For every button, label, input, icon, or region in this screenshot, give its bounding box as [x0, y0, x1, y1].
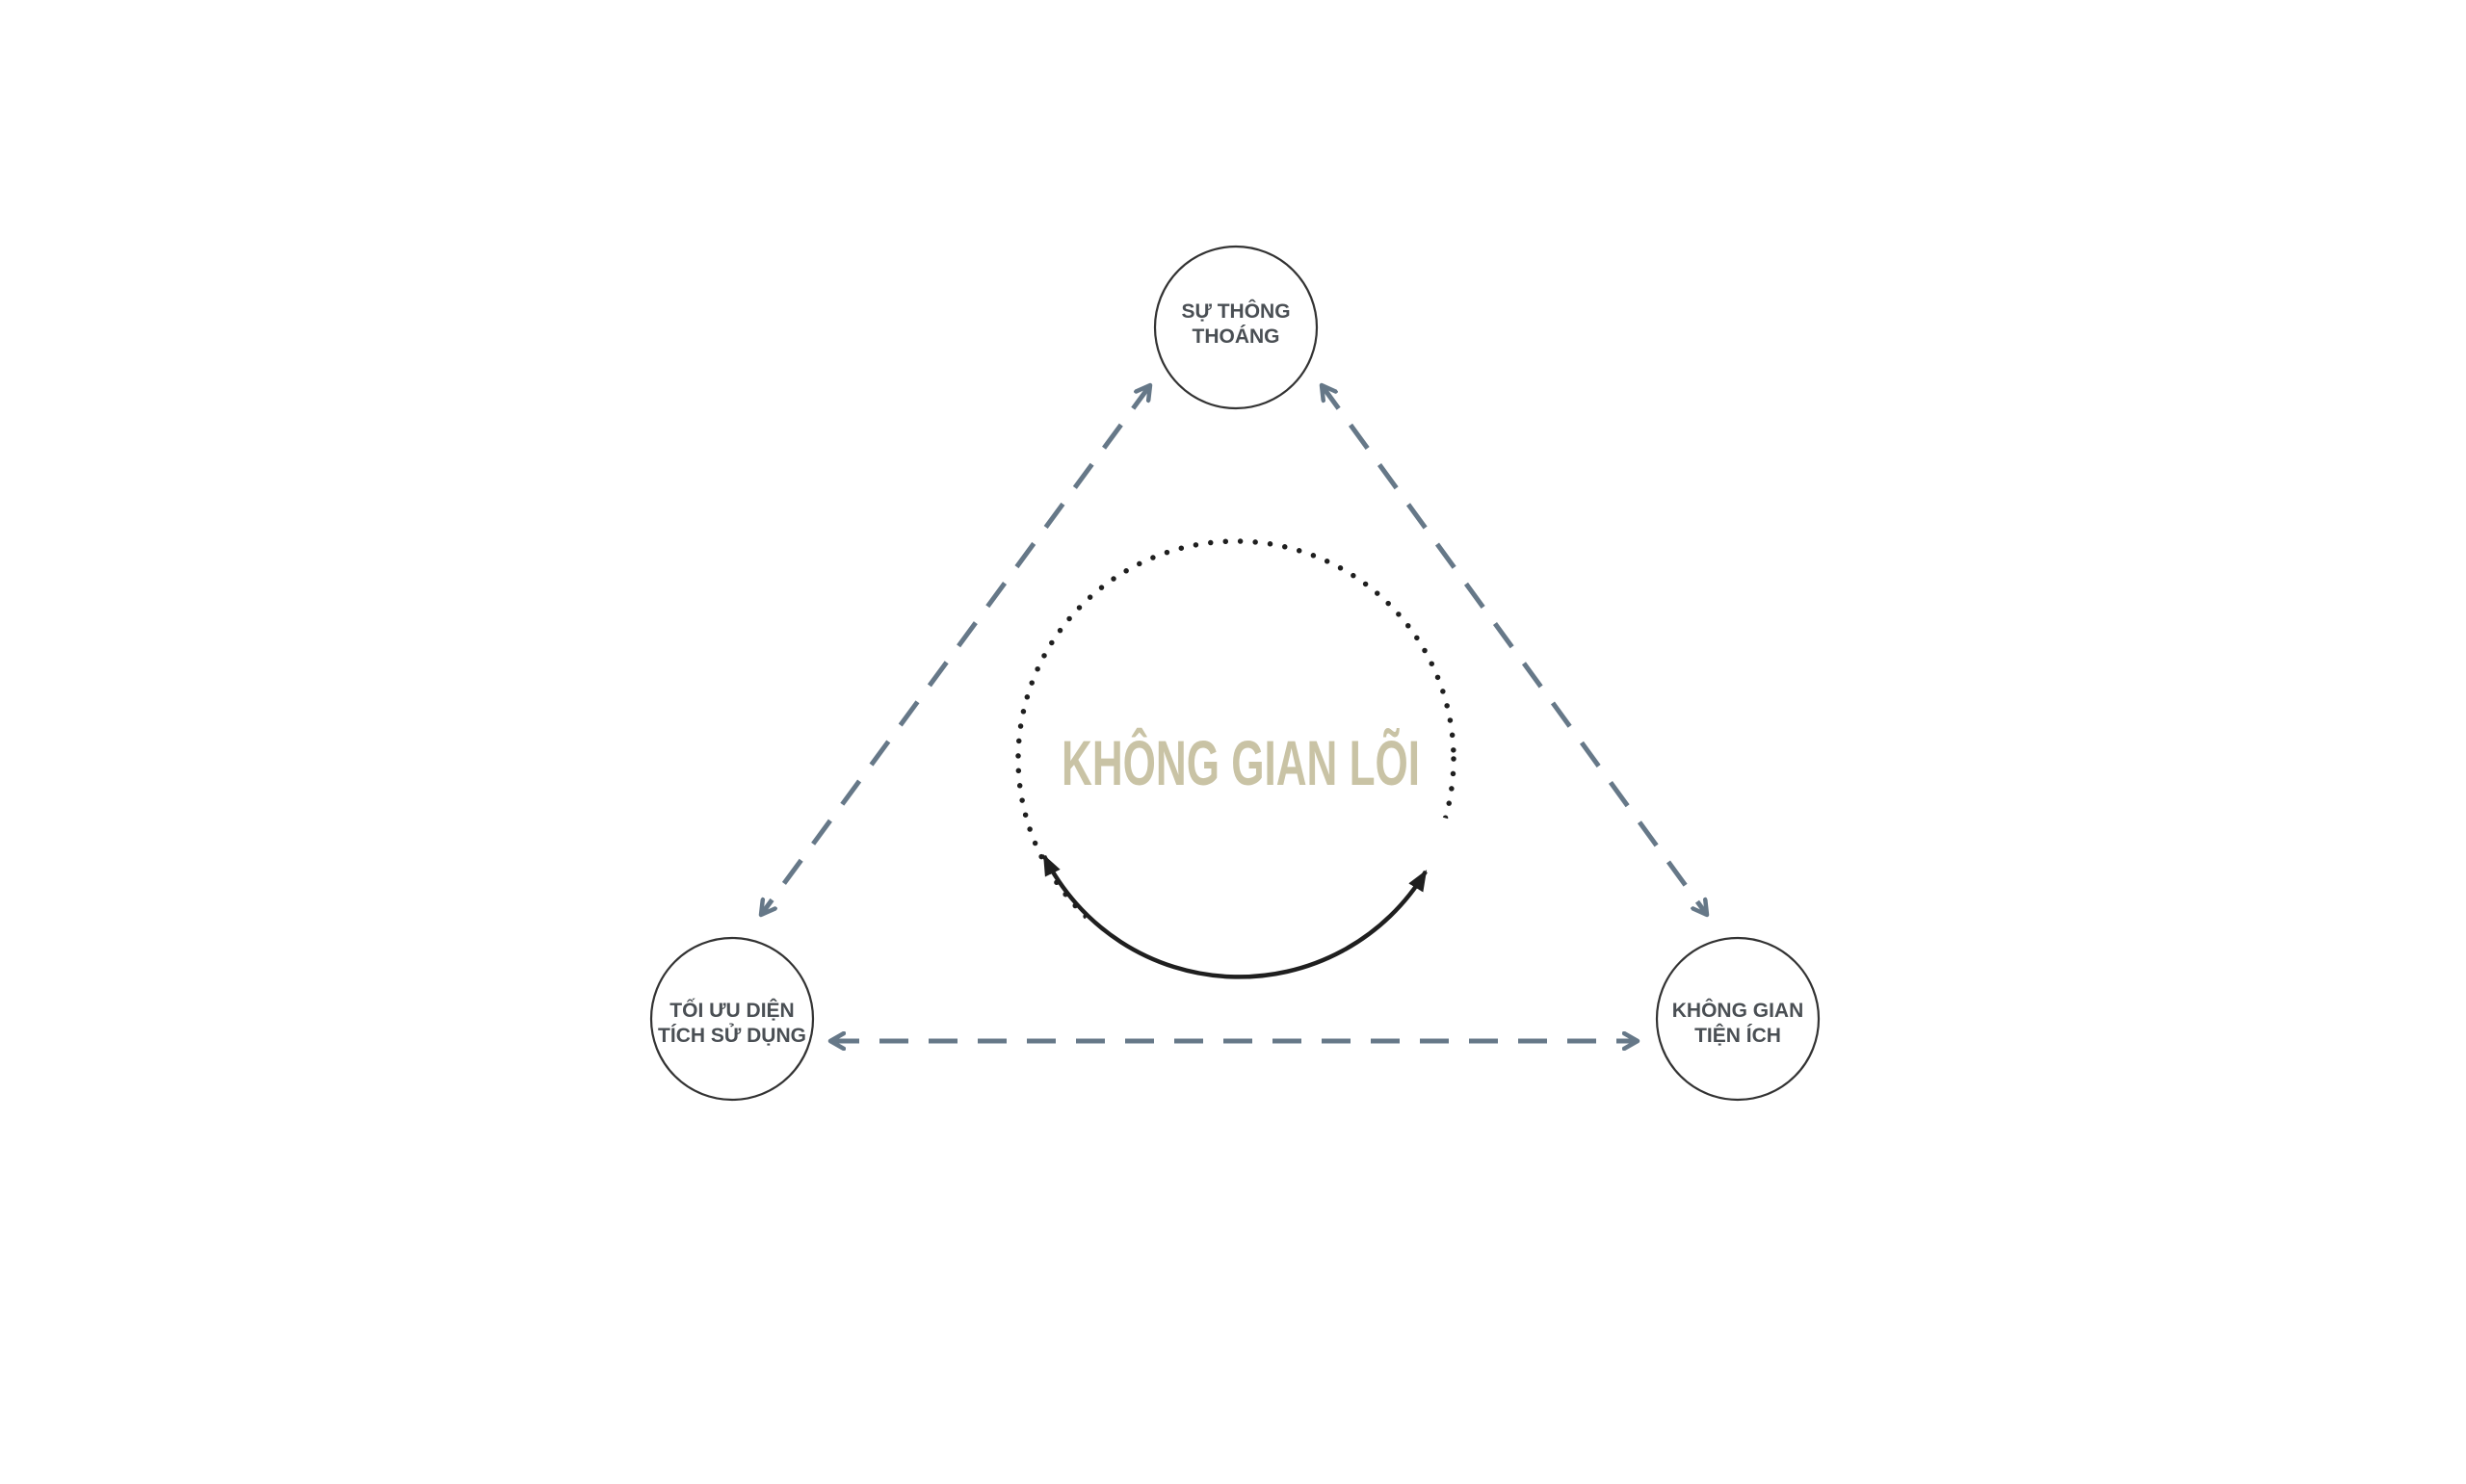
- node-left-label-line1: TỐI ƯU DIỆN: [669, 999, 794, 1022]
- node-right-label-line2: TIỆN ÍCH: [1694, 1024, 1781, 1047]
- connectors: [761, 385, 1707, 1041]
- node-top-label-line1: SỰ THÔNG: [1181, 299, 1290, 323]
- connector-top-left: [761, 385, 1150, 915]
- node-right-circle: [1655, 936, 1821, 1102]
- core-ring-mask: [995, 518, 1477, 1000]
- node-top-label-line2: THOÁNG: [1193, 325, 1280, 348]
- core-label: KHÔNG GIAN LÕI: [1062, 727, 1420, 798]
- node-top-circle: [1153, 245, 1319, 410]
- node-right-label-line1: KHÔNG GIAN: [1672, 999, 1804, 1022]
- node-left: TỐI ƯU DIỆN TÍCH SỬ DỤNG: [649, 936, 815, 1102]
- node-left-label-line2: TÍCH SỬ DỤNG: [658, 1024, 806, 1047]
- node-left-circle: [649, 936, 815, 1102]
- cycle-arrow-icon: [1041, 854, 1428, 979]
- node-right: KHÔNG GIAN TIỆN ÍCH: [1655, 936, 1821, 1102]
- connector-top-right: [1322, 385, 1707, 915]
- node-top: SỰ THÔNG THOÁNG: [1153, 245, 1319, 410]
